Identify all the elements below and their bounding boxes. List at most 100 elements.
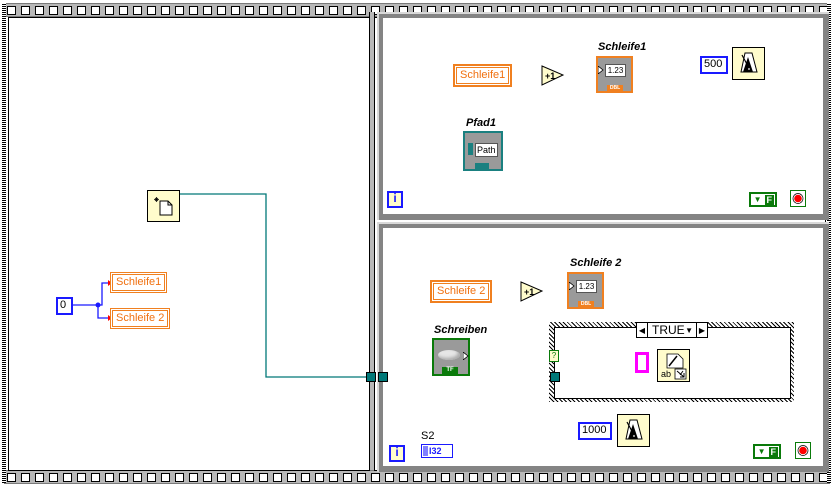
film-hole (245, 5, 254, 15)
wait-ms-node-2[interactable] (617, 414, 650, 447)
film-hole (679, 472, 688, 482)
int-wire-down (97, 305, 110, 319)
film-hole (259, 5, 268, 15)
while-loop-1[interactable] (377, 12, 829, 220)
path-control-pfad1[interactable]: Path (463, 131, 503, 171)
stop-sign-icon (792, 193, 804, 204)
indicator-type-tag: DBL (578, 301, 594, 307)
indicator-label-schleife1: Schleife1 (598, 41, 647, 53)
film-hole (259, 472, 268, 482)
new-file-node[interactable] (147, 190, 180, 222)
film-hole (7, 5, 16, 15)
wait-constant-value: 500 (704, 58, 723, 70)
film-hole (301, 472, 310, 482)
stop-terminal-2[interactable] (795, 442, 811, 459)
film-hole (357, 472, 366, 482)
write-file-node[interactable]: ab (657, 349, 690, 382)
film-hole (413, 472, 422, 482)
stop-sign-icon (797, 445, 809, 456)
ab-text: ab (661, 369, 671, 379)
increment-node-2[interactable]: +1 (520, 281, 544, 302)
empty-string-constant[interactable] (635, 352, 649, 373)
wait-ms-node-1[interactable] (732, 47, 765, 80)
local-variable-schleife1-read[interactable]: Schleife1 (453, 64, 513, 87)
film-hole (35, 472, 44, 482)
local-variable-schleife1[interactable]: Schleife1 (110, 272, 168, 293)
film-hole (329, 472, 338, 482)
boolean-control-schreiben[interactable]: TF (432, 338, 470, 376)
wait-constant-value: 1000 (582, 424, 607, 436)
film-hole (287, 5, 296, 15)
case-selector-terminal[interactable]: ? (549, 350, 559, 362)
indicator-display: 1.23 (576, 280, 597, 293)
indicator-schleife2[interactable]: 1.23 DBL (567, 272, 604, 309)
increment-node-1[interactable]: +1 (541, 65, 565, 86)
film-hole (231, 5, 240, 15)
indicator-label-schleife2: Schleife 2 (570, 257, 622, 269)
film-hole (791, 472, 800, 482)
local-variable-schleife2[interactable]: Schleife 2 (110, 308, 171, 329)
write-file-icon: ab (661, 353, 687, 380)
false-constant-2[interactable]: ▼ F (753, 444, 781, 459)
film-hole (497, 472, 506, 482)
wait-constant-1000[interactable]: 1000 (578, 422, 612, 440)
film-hole (287, 472, 296, 482)
case-next-arrow[interactable]: ▶ (696, 323, 707, 337)
indicator-display: 1.23 (605, 64, 626, 77)
film-hole (343, 5, 352, 15)
case-selector[interactable]: ◀ TRUE▼ ▶ (636, 322, 708, 338)
film-hole (63, 5, 72, 15)
wait-constant-500[interactable]: 500 (700, 56, 728, 74)
film-hole (805, 472, 814, 482)
sequence-bottom-strip (4, 470, 830, 484)
local-variable-schleife2-read[interactable]: Schleife 2 (430, 280, 493, 303)
film-hole (119, 472, 128, 482)
film-hole (777, 472, 786, 482)
film-hole (273, 5, 282, 15)
false-constant-1[interactable]: ▼ F (749, 192, 777, 207)
metronome-icon (740, 52, 758, 73)
sequence-right-edge[interactable] (827, 3, 831, 483)
film-hole (735, 472, 744, 482)
sequence-tunnel-out[interactable] (366, 372, 376, 382)
film-hole (441, 472, 450, 482)
film-hole (301, 5, 310, 15)
film-hole (175, 472, 184, 482)
led-icon (438, 350, 460, 360)
film-hole (707, 472, 716, 482)
local-variable-label: Schleife 2 (433, 283, 490, 300)
film-hole (595, 472, 604, 482)
film-hole (749, 472, 758, 482)
film-hole (231, 472, 240, 482)
dropdown-arrow-icon[interactable]: ▼ (685, 325, 693, 335)
film-hole (49, 472, 58, 482)
film-hole (7, 472, 16, 482)
film-hole (455, 472, 464, 482)
film-hole (637, 472, 646, 482)
film-hole (203, 5, 212, 15)
film-hole (483, 472, 492, 482)
film-hole (721, 472, 730, 482)
film-hole (553, 472, 562, 482)
new-file-icon (154, 197, 173, 216)
input-arrow-icon (569, 282, 575, 290)
indicator-s2[interactable]: I32 (421, 444, 453, 458)
sequence-frame-1 (8, 17, 370, 471)
indicator-schleife1[interactable]: 1.23 DBL (596, 56, 633, 93)
iteration-terminal-2: i (389, 445, 405, 462)
int-wire-junction (95, 302, 101, 308)
sequence-left-edge[interactable] (2, 3, 6, 483)
numeric-constant-zero[interactable]: 0 (56, 297, 73, 315)
indicator-label-s2: S2 (421, 430, 435, 442)
film-hole (49, 5, 58, 15)
path-label-pfad1: Pfad1 (466, 117, 496, 129)
film-hole (609, 472, 618, 482)
case-tunnel-in[interactable] (550, 372, 560, 382)
stop-terminal-1[interactable] (790, 190, 806, 207)
film-hole (651, 472, 660, 482)
film-hole (385, 472, 394, 482)
case-prev-arrow[interactable]: ◀ (637, 323, 648, 337)
film-hole (63, 472, 72, 482)
film-hole (315, 5, 324, 15)
loop2-tunnel-in[interactable] (378, 372, 388, 382)
